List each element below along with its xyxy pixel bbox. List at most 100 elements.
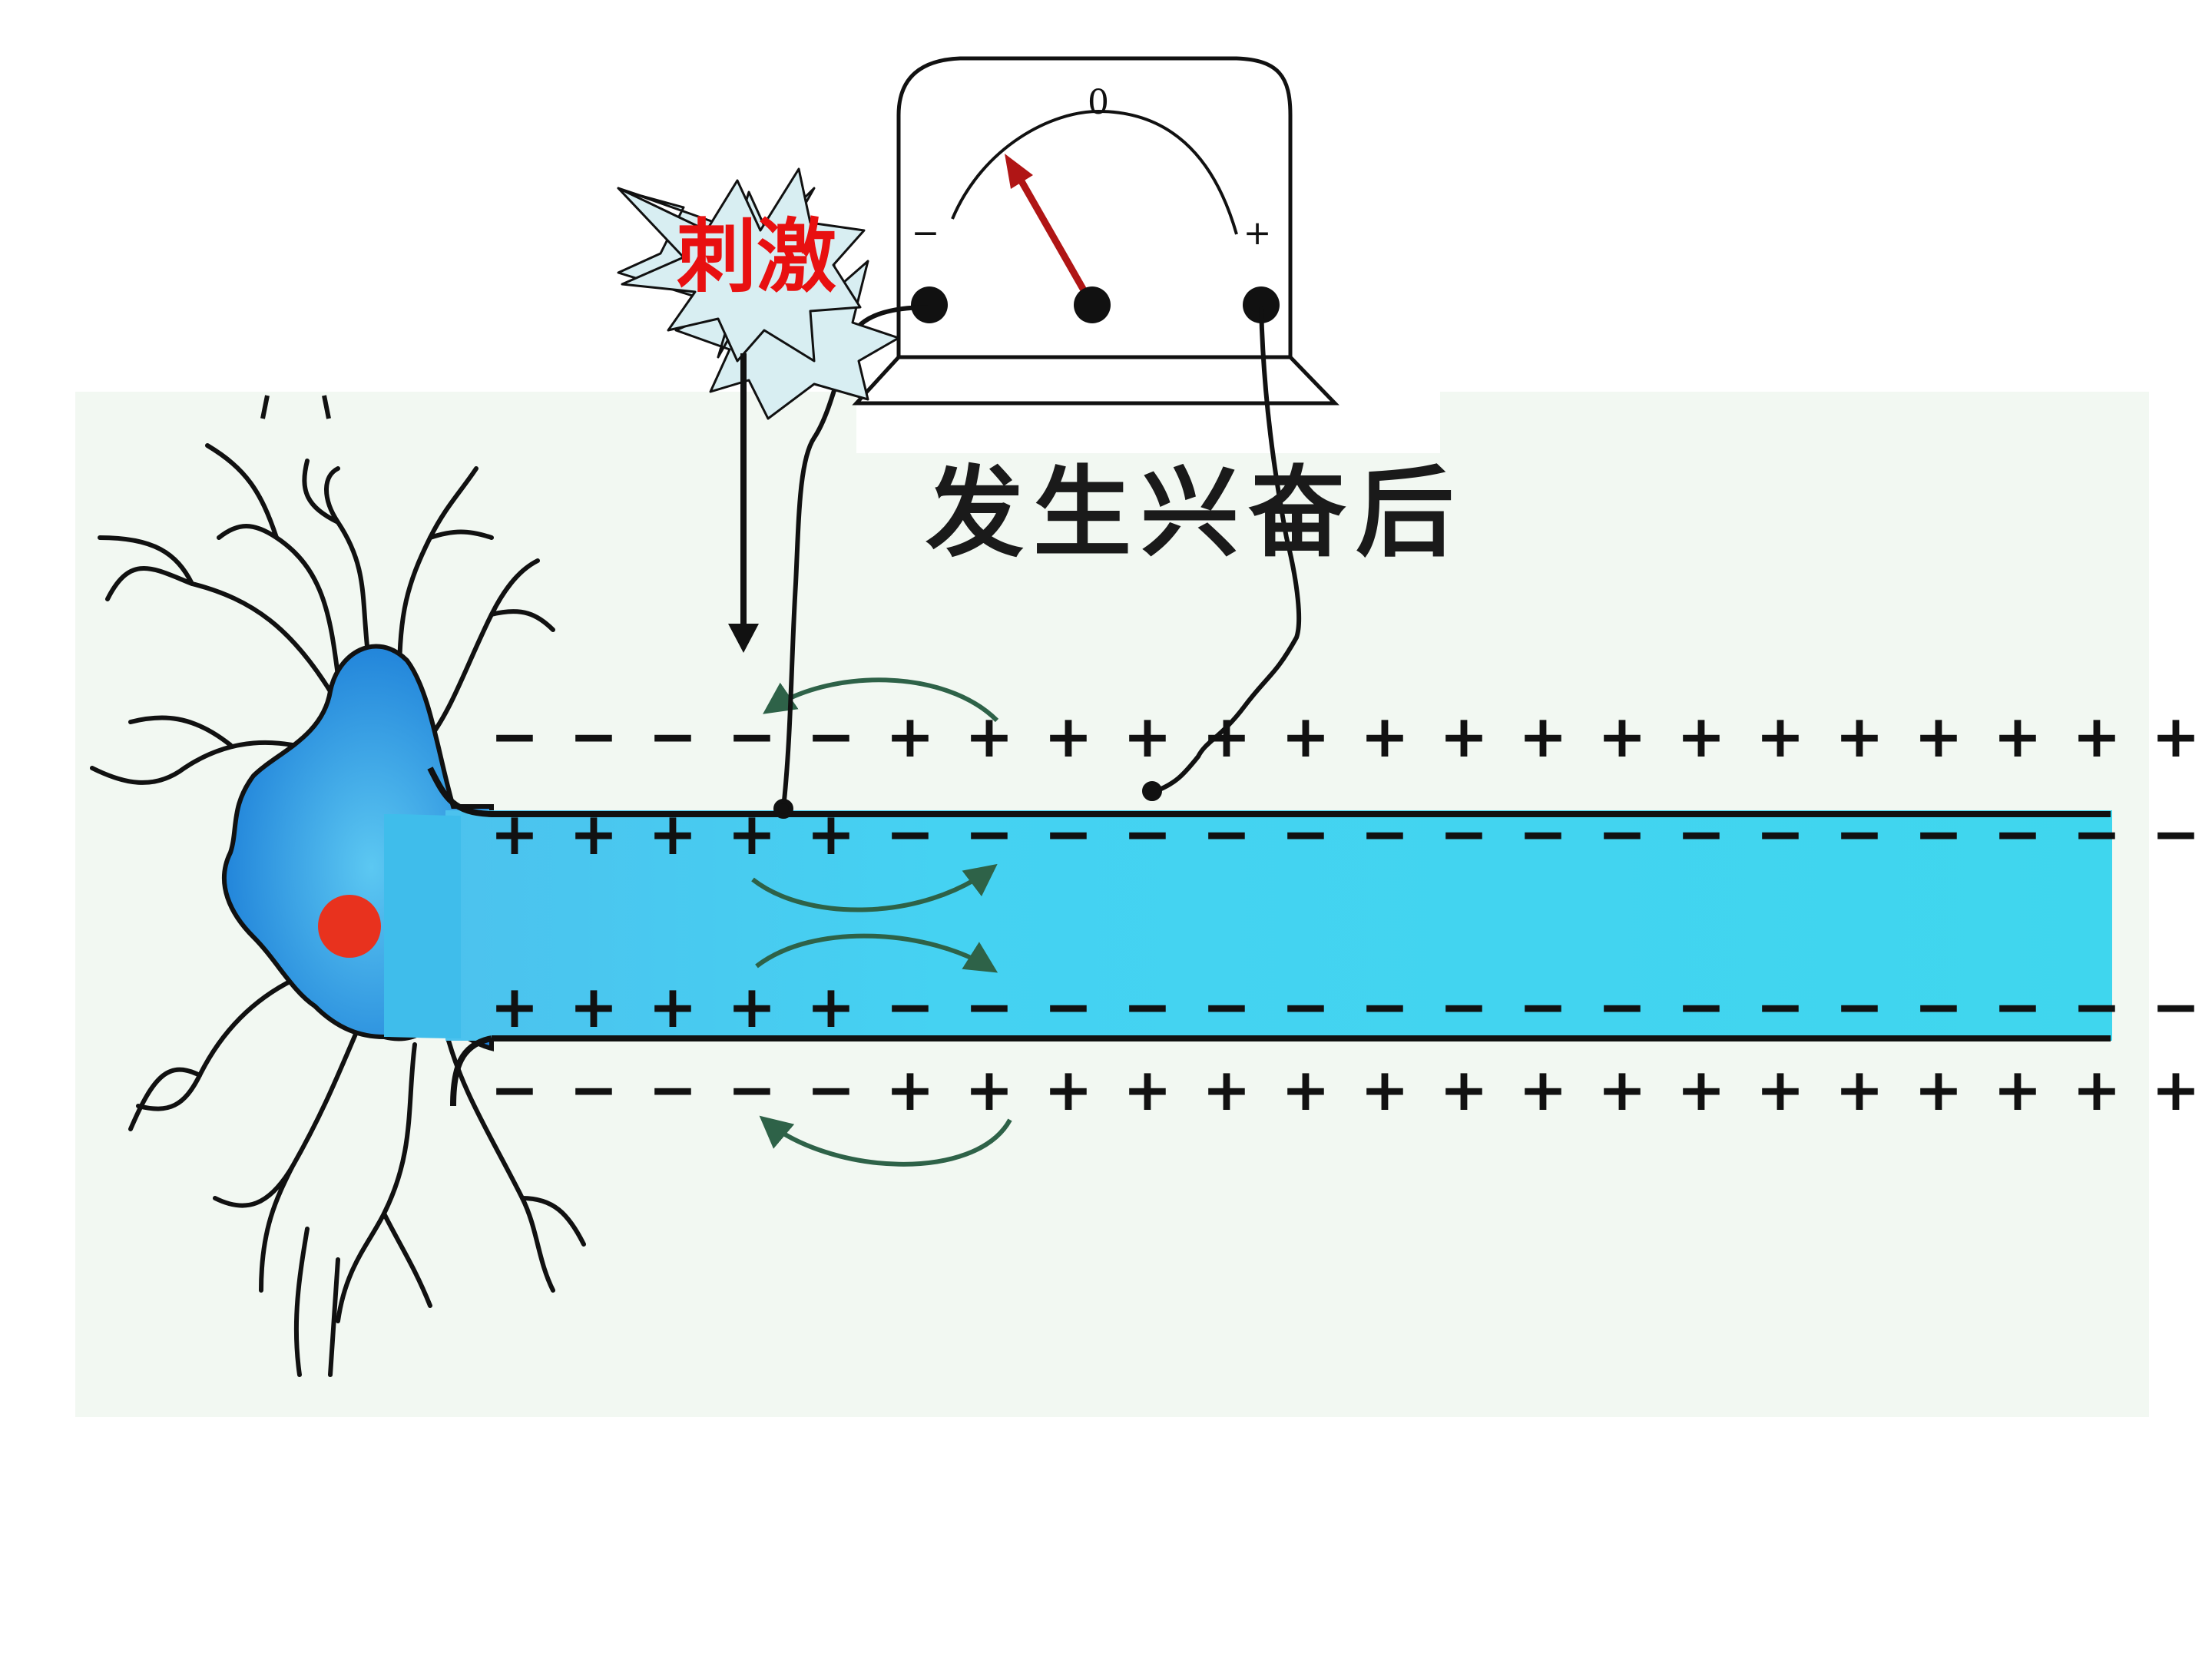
- charge-plus: +: [727, 972, 777, 1041]
- charge-minus: −: [1044, 800, 1093, 868]
- charge-minus: −: [2151, 800, 2200, 868]
- burst-core: [617, 167, 866, 363]
- dendrites: [90, 443, 586, 1377]
- meter-zero-label: 0: [1088, 83, 1109, 122]
- charge-plus: +: [965, 1055, 1014, 1124]
- charge-plus: +: [2151, 1055, 2200, 1124]
- charge-minus: −: [1439, 800, 1488, 868]
- charge-minus: −: [1835, 800, 1884, 868]
- charge-plus: +: [1835, 1055, 1884, 1124]
- charge-minus: −: [886, 800, 935, 868]
- charge-minus: −: [490, 702, 539, 770]
- charge-minus: −: [1598, 972, 1647, 1041]
- charge-plus: +: [1360, 1055, 1409, 1124]
- charge-plus: +: [490, 972, 539, 1041]
- charge-minus: −: [1756, 972, 1805, 1041]
- charge-minus: −: [1677, 800, 1726, 868]
- charge-plus: +: [2072, 702, 2121, 770]
- charge-plus: +: [1914, 1055, 1963, 1124]
- charge-plus: +: [1439, 702, 1488, 770]
- charge-plus: +: [2072, 1055, 2121, 1124]
- charge-plus: +: [1044, 702, 1093, 770]
- meter-needle-head: [1005, 154, 1033, 189]
- charge-minus: −: [1439, 972, 1488, 1041]
- charge-plus: +: [1281, 702, 1330, 770]
- charge-minus: −: [648, 702, 697, 770]
- charge-plus: +: [886, 702, 935, 770]
- charge-plus: +: [1598, 1055, 1647, 1124]
- charge-minus: −: [569, 702, 618, 770]
- electrode-left: [773, 799, 793, 819]
- local-current-arrows: [751, 677, 1012, 1167]
- charge-minus: −: [1360, 800, 1409, 868]
- meter-plus-label: +: [1243, 214, 1272, 253]
- charge-minus: −: [2151, 972, 2200, 1041]
- stimulus-burst: 刺激: [617, 167, 900, 653]
- charge-minus: −: [1123, 800, 1172, 868]
- meter-terminal-right: [1243, 286, 1280, 323]
- charge-plus: +: [569, 800, 618, 868]
- charge-minus: −: [886, 972, 935, 1041]
- charge-plus: +: [1677, 1055, 1726, 1124]
- charge-plus: +: [1360, 702, 1409, 770]
- charge-plus: +: [1123, 702, 1172, 770]
- charge-minus: −: [1518, 800, 1568, 868]
- charge-minus: −: [569, 1055, 618, 1124]
- charge-plus: +: [1123, 1055, 1172, 1124]
- charge-minus: −: [1598, 800, 1647, 868]
- charge-minus: −: [648, 1055, 697, 1124]
- galvanometer: 0 − +: [852, 56, 1339, 406]
- stimulus-label: 刺激: [677, 210, 836, 303]
- wire-right: [1154, 306, 1302, 793]
- soma-axon-join: [384, 814, 461, 1038]
- charges-inner-top: +++++−−−−−−−−−−−−−−−−−: [490, 800, 2200, 868]
- axon: [445, 810, 2112, 1041]
- charge-plus: +: [2151, 702, 2200, 770]
- charge-plus: +: [1835, 702, 1884, 770]
- charge-plus: +: [1914, 702, 1963, 770]
- charges-outer-top: −−−−−+++++++++++++++++: [490, 702, 2200, 770]
- charge-minus: −: [1835, 972, 1884, 1041]
- charge-plus: +: [1677, 702, 1726, 770]
- charge-plus: +: [648, 972, 697, 1041]
- current-arrow-outer-top: [763, 677, 999, 723]
- charge-minus: −: [1281, 972, 1330, 1041]
- charge-minus: −: [727, 702, 777, 770]
- charge-minus: −: [1044, 972, 1093, 1041]
- charge-minus: −: [806, 1055, 856, 1124]
- meter-minus-label: −: [912, 214, 940, 253]
- meter-housing: [896, 56, 1293, 357]
- meter-needle: [1012, 168, 1095, 307]
- meter-pivot: [1074, 286, 1111, 323]
- charge-plus: +: [1518, 1055, 1568, 1124]
- charge-plus: +: [1518, 702, 1568, 770]
- charge-minus: −: [1914, 972, 1963, 1041]
- electrode-right: [1142, 781, 1162, 801]
- charge-minus: −: [1123, 972, 1172, 1041]
- charge-minus: −: [1202, 800, 1251, 868]
- membrane-top: [427, 767, 2111, 817]
- charges-outer-bottom: −−−−−+++++++++++++++++: [490, 1055, 2200, 1124]
- dendrite-tips: [260, 395, 331, 419]
- charge-minus: −: [1993, 800, 2042, 868]
- charge-minus: −: [1993, 972, 2042, 1041]
- current-arrow-inner-bottom: [755, 933, 998, 973]
- charge-plus: +: [1281, 1055, 1330, 1124]
- charge-plus: +: [490, 800, 539, 868]
- diagram-title: 发生兴奋后: [926, 456, 1463, 571]
- charge-minus: −: [806, 702, 856, 770]
- membrane-bottom: [450, 1035, 2111, 1107]
- charges-inner-bottom: +++++−−−−−−−−−−−−−−−−−: [490, 972, 2200, 1041]
- meter-base: [852, 355, 1339, 406]
- nucleus: [318, 895, 381, 958]
- meter-scale-arc: [951, 109, 1238, 235]
- current-arrow-inner-top: [751, 863, 998, 912]
- charge-minus: −: [1281, 800, 1330, 868]
- charge-minus: −: [1202, 972, 1251, 1041]
- charge-minus: −: [965, 800, 1014, 868]
- charge-minus: −: [1914, 800, 1963, 868]
- charge-minus: −: [490, 1055, 539, 1124]
- charge-plus: +: [569, 972, 618, 1041]
- charge-minus: −: [965, 972, 1014, 1041]
